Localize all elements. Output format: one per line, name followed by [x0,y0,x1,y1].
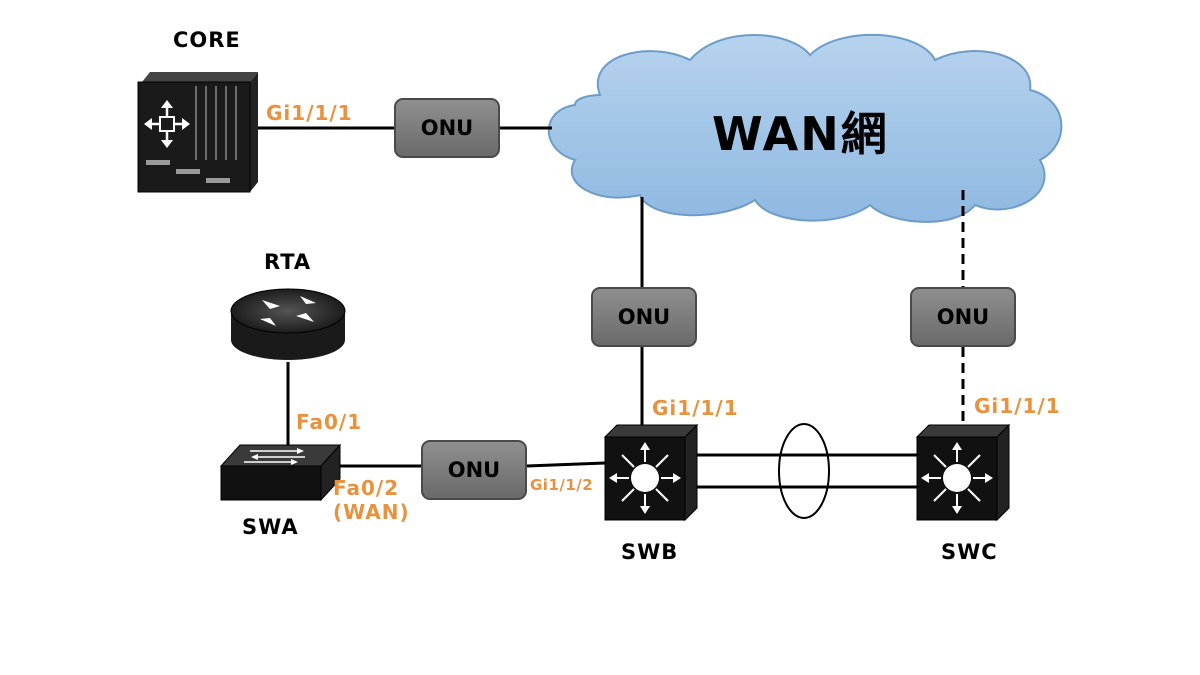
onu-box-swb: ONU [591,287,697,347]
wan-cloud [547,33,1063,223]
device-label-swa: SWA [242,515,299,539]
onu-box-core: ONU [394,98,500,158]
multilayer-arrows-icon [921,442,993,514]
port-label-swb-gi-up: Gi1/1/1 [652,396,739,420]
core-device [137,72,258,193]
device-label-rta: RTA [264,250,312,274]
cloud-shape [547,33,1063,223]
port-label-swa-fa: Fa0/2 [333,476,400,500]
swc-switch [915,423,1011,522]
port-label-rta-fa: Fa0/1 [296,410,363,434]
rta-router [230,288,346,360]
core-arrows-icon [144,100,190,148]
port-label-core-gi: Gi1/1/1 [266,101,353,125]
swa-switch [219,443,342,502]
onu-box-swa: ONU [421,440,527,500]
multilayer-arrows-icon [609,442,681,514]
device-label-core: CORE [173,28,241,52]
links [258,126,965,519]
swb-switch [603,423,699,522]
device-label-swb: SWB [621,540,679,564]
etherchannel-ellipse [778,423,830,519]
switch-arrows-icon [244,448,305,465]
port-label-swc-gi: Gi1/1/1 [974,394,1061,418]
device-label-swc: SWC [941,540,998,564]
router-arrows-icon [260,296,316,326]
link-onu-swb-left [526,461,606,468]
port-label-swa-wan: (WAN) [333,500,410,524]
onu-box-swc: ONU [910,287,1016,347]
port-label-swb-gi-left: Gi1/1/2 [530,476,594,494]
wan-cloud-label: WAN網 [712,107,889,161]
